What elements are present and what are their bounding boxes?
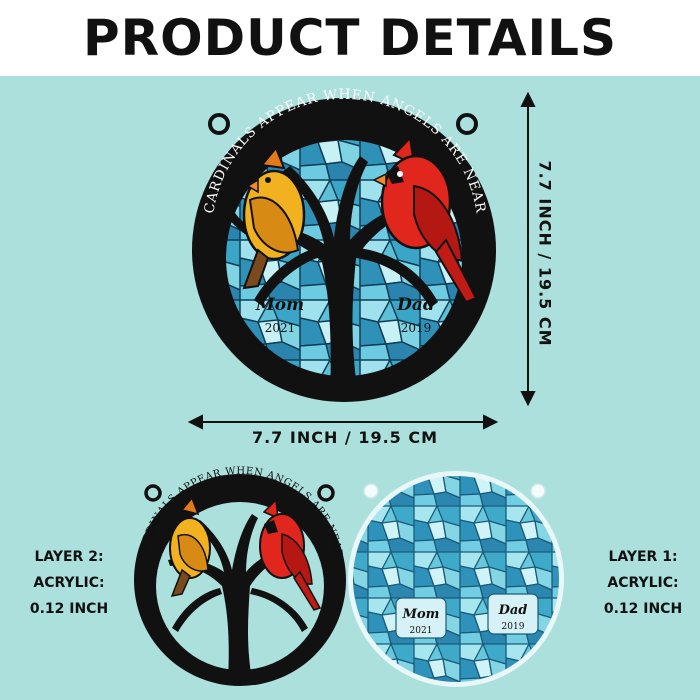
layer1-loop-right	[530, 483, 546, 499]
layer1-spec: LAYER 1: ACRYLIC: 0.12 INCH	[588, 544, 698, 622]
layer2-tree	[168, 514, 308, 680]
layer2-spec-line2: ACRYLIC:	[33, 575, 105, 591]
main-ornament: CARDINALS APPEAR WHEN ANGELS ARE NEAR	[192, 87, 496, 402]
layer1-loop-left	[363, 483, 379, 499]
width-arrow-left-head	[187, 414, 203, 430]
main-left-year: 2021	[265, 321, 296, 335]
hanging-loop-left	[208, 113, 230, 135]
layer1-ornament: Mom 2021 Dad 2019	[348, 471, 564, 687]
hanging-loop-right	[456, 113, 478, 135]
layer2-spec: LAYER 2: ACRYLIC: 0.12 INCH	[14, 544, 124, 622]
header-bar: PRODUCT DETAILS	[0, 0, 700, 76]
height-arrow-top-head	[520, 91, 536, 107]
main-right-year: 2019	[401, 321, 432, 335]
layer2-spec-line1: LAYER 2:	[34, 549, 104, 565]
height-label: 7.7 INCH / 19.5 CM	[535, 160, 555, 347]
male-cardinal	[372, 135, 478, 304]
layer2-loop-right	[317, 484, 335, 502]
width-label: 7.7 INCH / 19.5 CM	[251, 428, 439, 447]
main-left-name: Mom	[255, 295, 304, 315]
layer1-spec-line2: ACRYLIC:	[607, 575, 679, 591]
layer1-left-year: 2021	[410, 626, 433, 636]
page-title: PRODUCT DETAILS	[82, 9, 618, 67]
layer1-left-plaque	[395, 597, 447, 639]
layer1-spec-line3: 0.12 INCH	[603, 601, 683, 617]
layer1-right-year: 2019	[502, 622, 525, 632]
layer1-right-name: Dad	[498, 603, 528, 618]
layer2-male-cardinal	[259, 498, 322, 611]
layer1-glass	[353, 476, 559, 682]
layer1-spec-line1: LAYER 1:	[608, 549, 678, 565]
layer2-ornament: CARDINALS APPEAR WHEN ANGELS ARE NEAR	[134, 466, 346, 686]
main-right-name: Dad	[396, 295, 435, 315]
dimension-arrows	[187, 91, 536, 430]
layer1-right-plaque	[487, 593, 539, 635]
layer2-female-cardinal	[169, 496, 211, 598]
layer1-left-name: Mom	[402, 607, 440, 622]
layer2-spec-line3: 0.12 INCH	[29, 601, 109, 617]
width-arrow-right-head	[483, 414, 499, 430]
height-arrow-bottom-head	[520, 391, 536, 407]
layer2-loop-left	[144, 484, 162, 502]
female-cardinal	[242, 146, 306, 290]
